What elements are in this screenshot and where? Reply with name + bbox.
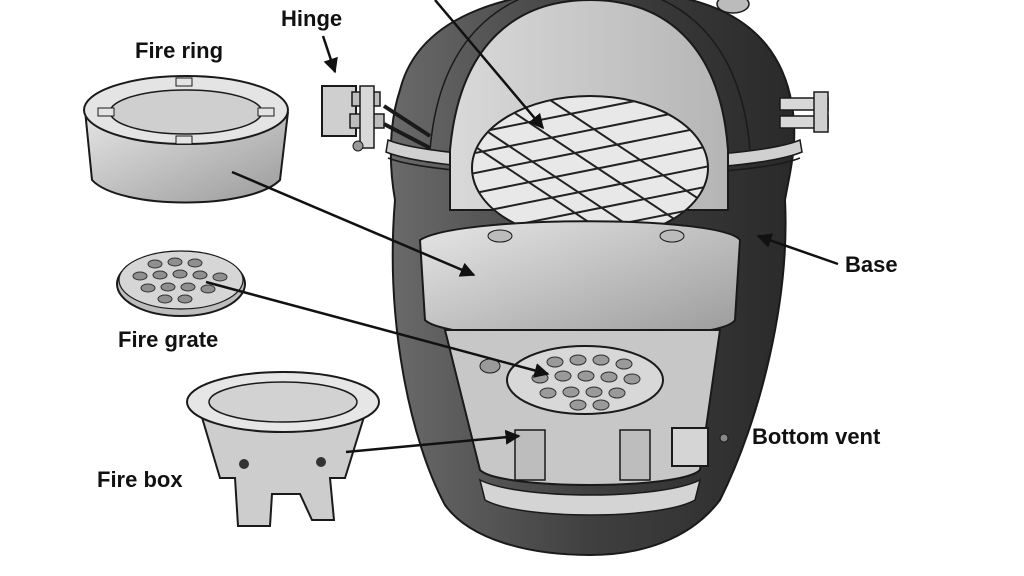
arrow-top: [434, 0, 544, 130]
label-fire-box: Fire box: [97, 467, 183, 492]
label-base: Base: [845, 252, 898, 277]
fire-grate-part: [116, 250, 246, 317]
fire-ring-part: [83, 75, 289, 204]
arrow-fire-grate: [205, 280, 550, 378]
label-fire-grate: Fire grate: [118, 327, 219, 352]
label-bottom-vent: Bottom vent: [752, 424, 881, 449]
grill-body: [385, 0, 803, 557]
arrow-hinge: [321, 35, 338, 74]
arrow-base: [756, 233, 839, 266]
hinge-part: [321, 85, 432, 152]
fire-ring-installed: [418, 220, 742, 340]
bottom-vent: [671, 427, 709, 467]
label-hinge: Hinge: [281, 6, 343, 31]
label-fire-ring: Fire ring: [135, 38, 224, 63]
top-vent-knob: [716, 0, 750, 14]
arrow-fire-ring: [231, 170, 476, 277]
callout-arrows: [205, 0, 839, 454]
arrow-fire-box: [345, 429, 521, 454]
fire-grate-installed: [506, 345, 664, 415]
fire-box-part: [186, 371, 380, 527]
handle: [779, 91, 829, 133]
